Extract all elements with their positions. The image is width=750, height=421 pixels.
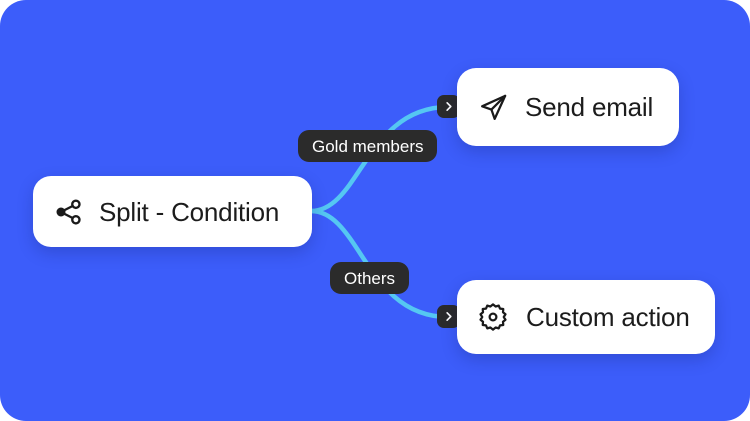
branch-label-text: Gold members (312, 136, 424, 156)
node-send-email[interactable]: Send email (457, 68, 679, 146)
node-label: Split - Condition (99, 196, 280, 227)
gear-icon (476, 300, 510, 334)
node-custom-action[interactable]: Custom action (457, 280, 715, 354)
port-send-email[interactable] (437, 95, 460, 118)
node-label: Custom action (526, 302, 690, 332)
branch-label-gold-members[interactable]: Gold members (298, 130, 438, 162)
branch-label-text: Others (344, 268, 396, 288)
branch-label-others[interactable]: Others (330, 262, 410, 294)
chevron-right-icon (446, 312, 452, 321)
share-split-icon (52, 195, 86, 229)
chevron-right-icon (446, 102, 452, 111)
paper-plane-icon (476, 90, 510, 124)
node-split-condition[interactable]: Split - Condition (33, 176, 312, 247)
node-label: Send email (525, 92, 654, 122)
port-custom-action[interactable] (437, 305, 460, 328)
